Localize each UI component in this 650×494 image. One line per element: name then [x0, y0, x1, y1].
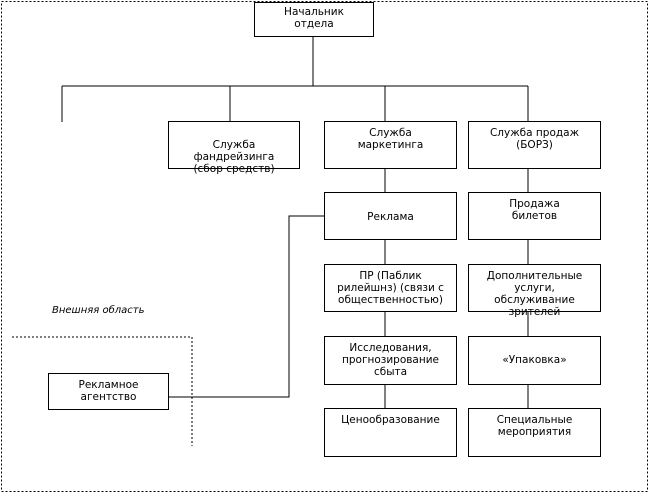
pricing-box: Ценообразование [324, 408, 457, 457]
advertising-box: Реклама [324, 192, 457, 240]
box-line: Начальник [284, 6, 344, 18]
research-box: Исследования, прогнозирование сбыта [324, 336, 457, 385]
fundraising-service-box: Служба фандрейзинга (сбор средств) [168, 121, 300, 175]
box-line: Служба [369, 127, 412, 139]
box-line: Специальные [496, 414, 573, 426]
box-line: обслуживание [494, 294, 575, 306]
box-line: сбыта [373, 366, 408, 378]
head-of-department-box: Начальник отдела [254, 2, 374, 37]
pr-box: ПР (Паблик рилейшнз) (связи с общественн… [324, 264, 457, 312]
box-line: Продажа [509, 198, 560, 210]
box-line: зрителей [508, 306, 561, 318]
box-line: Рекламное [78, 379, 139, 391]
box-line: Дополнительные [486, 270, 583, 282]
box-line: рилейшнз) (связи с [337, 282, 444, 294]
additional-services-box: Дополнительные услуги, обслуживание зрит… [468, 264, 601, 318]
box-line: ПР (Паблик [359, 270, 422, 282]
special-events-box: Специальные мероприятия [468, 408, 601, 457]
box-line: мероприятия [497, 426, 572, 438]
box-line: Исследования, [349, 342, 432, 354]
packaging-box: «Упаковка» [468, 336, 601, 385]
box-line: Служба [212, 139, 256, 151]
box-line: общественностью) [338, 294, 443, 306]
box-line: отдела [294, 18, 334, 30]
box-line: билетов [511, 210, 558, 222]
external-area-label: Внешняя область [52, 305, 145, 316]
box-line: Служба продаж [489, 127, 580, 139]
box-line: «Упаковка» [502, 354, 567, 366]
box-line: Ценообразование [341, 414, 440, 426]
ticket-sales-box: Продажа билетов [468, 192, 601, 240]
box-line: прогнозирование [341, 354, 440, 366]
box-line: маркетинга [357, 139, 424, 151]
agency-to-advertising [168, 215, 325, 398]
box-line: фандрейзинга [193, 151, 275, 163]
box-line: Реклама [367, 211, 414, 223]
box-line: (сбор средств) [193, 163, 275, 175]
box-line: услуги, [514, 282, 555, 294]
marketing-service-box: Служба маркетинга [324, 121, 457, 169]
sales-service-box: Служба продаж (БОРЗ) [468, 121, 601, 169]
box-line: агентство [80, 391, 137, 403]
advertising-agency-box: Рекламное агентство [48, 373, 169, 410]
external-area-frame [12, 336, 193, 446]
box-line: (БОРЗ) [516, 139, 553, 151]
